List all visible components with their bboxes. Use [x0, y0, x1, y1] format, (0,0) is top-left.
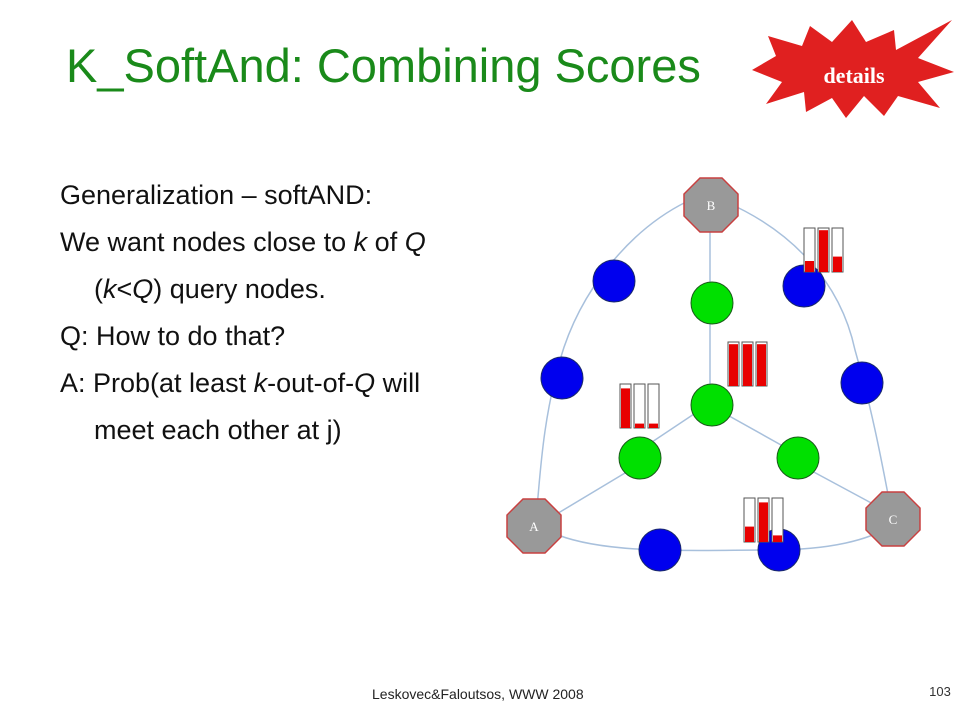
edge-a-c-bottom [557, 524, 893, 552]
bar-group [727, 341, 768, 387]
bullet-text: will meet each other at j) [94, 368, 421, 445]
edge-left-a [554, 469, 631, 516]
query-node-a: A [506, 498, 562, 554]
query-node-label: C [889, 512, 898, 527]
bullet-4: A: Prob(at least k-out-of-Q will meet ea… [60, 360, 460, 454]
edge-right-c [809, 469, 876, 506]
graph-nodes [540, 259, 884, 572]
path-node [638, 528, 682, 572]
bullet-text: We want nodes close to [60, 227, 354, 257]
path-node [840, 361, 884, 405]
query-nodes: B A C [506, 177, 921, 554]
query-node-b: B [683, 177, 739, 233]
bar-fill [819, 230, 828, 272]
center-node [690, 281, 734, 325]
bullet-text: Q [354, 368, 376, 398]
bullet-text: Q [404, 227, 426, 257]
bullet-text: of [367, 227, 405, 257]
bullet-text: < [116, 274, 133, 304]
bar-fill [833, 256, 842, 272]
bar-fill [649, 423, 658, 428]
details-label: details [823, 63, 885, 88]
path-node [540, 356, 584, 400]
bullet-3: Q: How to do that? [60, 313, 460, 360]
bar-fill [773, 535, 782, 542]
bullet-text: Q [132, 274, 154, 304]
bar-group [743, 497, 784, 543]
bar-fill [743, 344, 752, 386]
edge-b-c-outer [725, 201, 893, 516]
bar-outline [647, 383, 660, 429]
bullet-text: -out-of- [267, 368, 355, 398]
page-number: 103 [929, 684, 951, 699]
query-node-label: A [529, 519, 539, 534]
center-node [776, 436, 820, 480]
bullet-text: ) query nodes. [153, 274, 326, 304]
bullet-text: k [103, 274, 117, 304]
bullet-text: ( [94, 274, 103, 304]
edge-center-right [721, 411, 791, 451]
slide-footer: Leskovec&Faloutsos, WWW 2008 [372, 686, 584, 702]
bullet-list: Generalization – softAND: We want nodes … [60, 172, 460, 454]
center-node [618, 436, 662, 480]
bar-fill [805, 261, 814, 272]
details-badge: details [748, 12, 960, 124]
score-bars [619, 227, 844, 543]
bar-group [803, 227, 844, 273]
center-node [690, 383, 734, 427]
bar-fill [635, 423, 644, 428]
starburst-icon [752, 20, 954, 118]
bar-fill [745, 526, 754, 542]
bullet-text: Q: How to do that? [60, 321, 286, 351]
bar-fill [729, 344, 738, 386]
query-node-c: C [865, 491, 921, 547]
bullet-text: k [253, 368, 268, 398]
bullet-1: Generalization – softAND: [60, 172, 460, 219]
bar-fill [621, 388, 630, 428]
graph-diagram: B A C [506, 177, 921, 572]
bar-fill [759, 502, 768, 542]
bar-fill [757, 344, 766, 386]
bullet-text: A: Prob(at least [60, 368, 254, 398]
bar-group [619, 383, 660, 429]
bullet-2: We want nodes close to k of Q (k<Q) quer… [60, 219, 460, 313]
bullet-text: k [353, 227, 368, 257]
query-node-label: B [707, 198, 716, 213]
slide-title: K_SoftAnd: Combining Scores [66, 39, 701, 92]
bar-outline [633, 383, 646, 429]
bullet-text: Generalization – softAND: [60, 180, 373, 210]
path-node [592, 259, 636, 303]
